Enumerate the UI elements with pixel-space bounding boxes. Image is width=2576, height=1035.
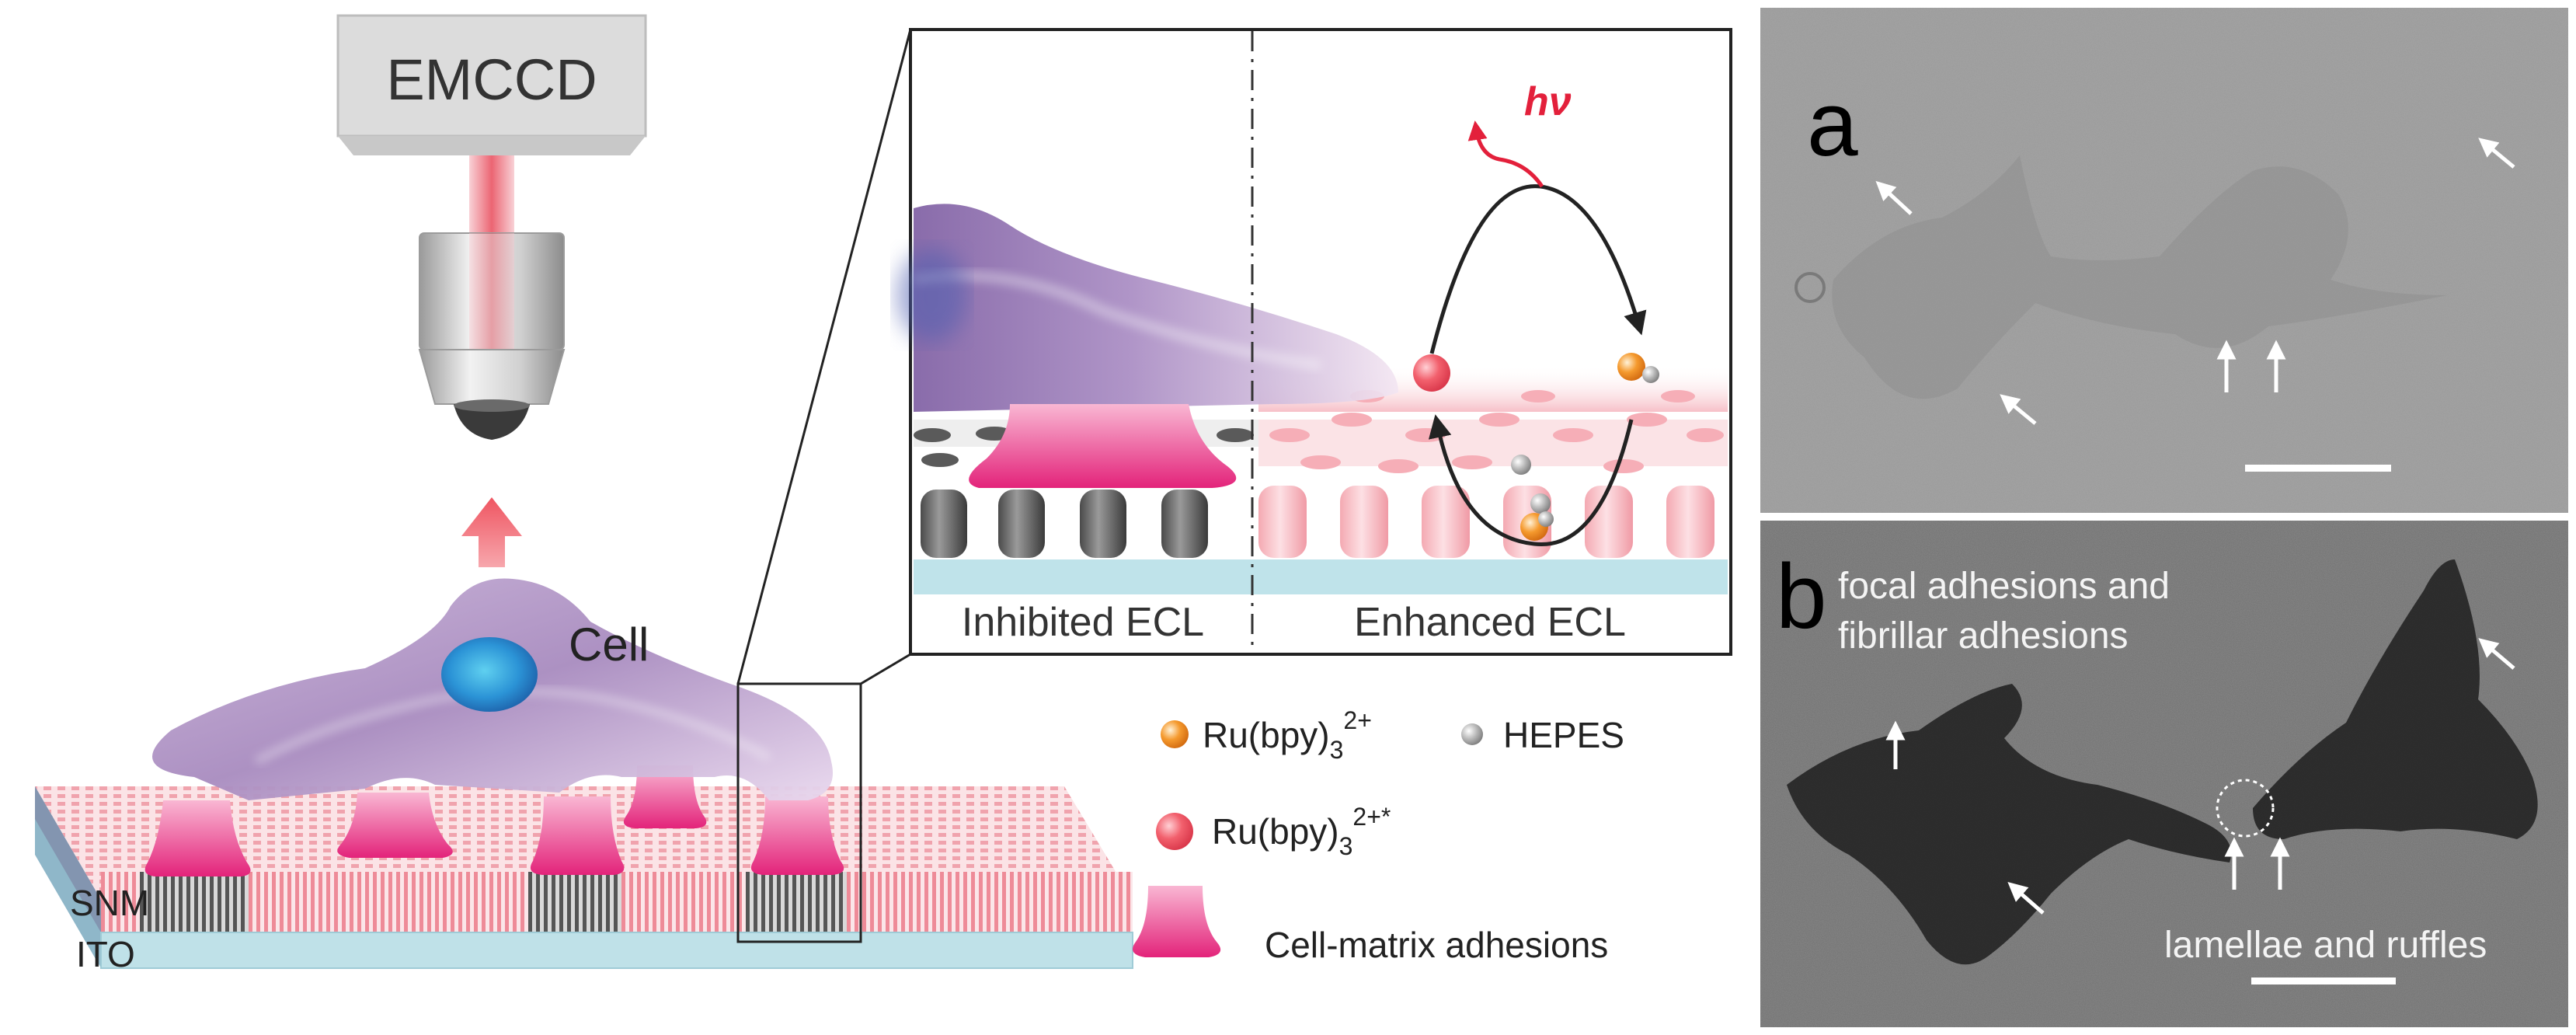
photon-emission-icon bbox=[1467, 120, 1544, 188]
legend-ru-excited-icon bbox=[1156, 813, 1193, 850]
inhibited-ecl-label: Inhibited ECL bbox=[962, 600, 1204, 645]
panel-b-caption-2: fibrillar adhesions bbox=[1838, 615, 2129, 657]
legend-adhesion-icon bbox=[1133, 886, 1221, 957]
ru-particle bbox=[1617, 353, 1645, 381]
legend-ru-icon bbox=[1161, 720, 1189, 748]
legend: Ru(bpy)32+ HEPES Ru(bpy)32+* Cell-matrix… bbox=[1133, 706, 1624, 965]
emccd-camera: EMCCD bbox=[336, 14, 647, 155]
zoom-line-top bbox=[736, 29, 912, 685]
micrograph-b: focal adhesions and fibrillar adhesions … bbox=[1760, 521, 2568, 1027]
panel-a-letter: a bbox=[1807, 73, 1858, 176]
scale-bar-a bbox=[2245, 465, 2391, 472]
panel-b-letter: b bbox=[1776, 545, 1827, 648]
panel-b-caption-bottom: lamellae and ruffles bbox=[2164, 925, 2487, 966]
objective-lens bbox=[418, 232, 566, 440]
legend-hepes: HEPES bbox=[1503, 715, 1624, 755]
cell-label: Cell bbox=[569, 619, 649, 671]
ecl-cycle: hν bbox=[1413, 79, 1659, 547]
ito-label: ITO bbox=[76, 934, 135, 974]
scale-bar-b bbox=[2251, 977, 2396, 984]
zoom-line-bottom bbox=[860, 653, 911, 685]
legend-adhesion: Cell-matrix adhesions bbox=[1265, 925, 1608, 965]
legend-ru-excited: Ru(bpy)32+* bbox=[1212, 803, 1391, 860]
panel-b-caption-1: focal adhesions and bbox=[1838, 566, 2170, 607]
inset-panel: hν Inhibited ECL Enhanced ECL bbox=[897, 28, 1732, 656]
schematic-adhesions bbox=[144, 765, 844, 876]
schematic-cell: Cell bbox=[152, 578, 833, 800]
snm-label: SNM bbox=[70, 883, 149, 923]
enhanced-ecl-label: Enhanced ECL bbox=[1354, 600, 1626, 645]
legend-ru: Ru(bpy)32+ bbox=[1203, 706, 1372, 764]
inset-pores-left bbox=[921, 490, 1208, 558]
zoom-region-box bbox=[736, 682, 862, 943]
hepes-particle bbox=[1642, 366, 1659, 383]
schematic: EMCCD SNM ITO bbox=[35, 14, 1133, 974]
emission-arrow-icon bbox=[461, 497, 522, 567]
inset-adhesion bbox=[969, 404, 1237, 488]
micrograph-a: a bbox=[1760, 8, 2568, 513]
nucleus-icon bbox=[441, 637, 538, 712]
photon-label: hν bbox=[1524, 79, 1572, 124]
ito-layer bbox=[100, 932, 1133, 969]
ru-excited-particle bbox=[1413, 354, 1450, 392]
legend-hepes-icon bbox=[1461, 723, 1483, 745]
emccd-label: EMCCD bbox=[386, 47, 597, 112]
